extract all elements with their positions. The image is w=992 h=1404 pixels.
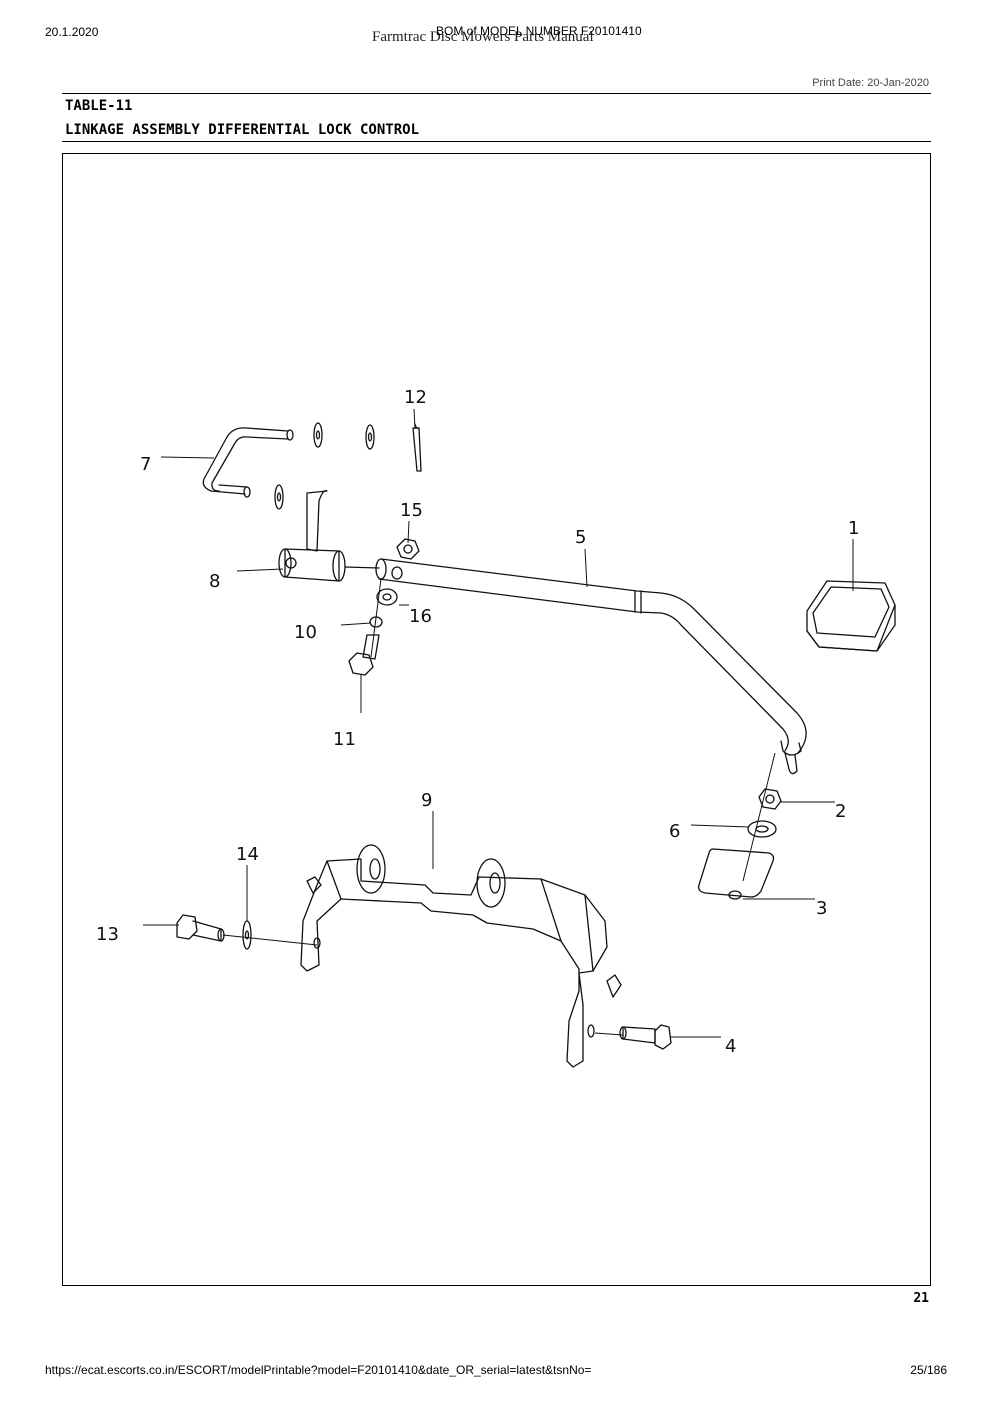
callout-12: 12 [404,387,427,408]
callout-2: 2 [835,801,846,822]
print-date: Print Date: 20-Jan-2020 [812,77,929,89]
leader-lines [143,408,854,1038]
part-12-pin-and-washers [313,422,422,472]
callout-8: 8 [209,571,220,592]
part-3-plate [697,848,775,900]
callout-5: 5 [575,527,586,548]
callout-9: 9 [421,790,432,811]
callout-15: 15 [400,500,423,521]
callout-1: 1 [848,518,859,539]
table-number: TABLE-11 [65,98,133,114]
title-rule [62,141,931,142]
part-13-bolt [176,914,225,942]
callout-4: 4 [725,1036,736,1057]
part-11-bolt [348,634,380,676]
callout-3: 3 [816,898,827,919]
part-9-main-bracket [300,844,622,1068]
part-5-bent-rod [375,558,807,775]
part-8-bracket [278,490,380,582]
header-manual-title: Farmtrac Disc Mowers Parts Manual [372,29,594,45]
callout-11: 11 [333,729,356,750]
callout-13: 13 [96,924,119,945]
table-title: LINKAGE ASSEMBLY DIFFERENTIAL LOCK CONTR… [65,122,420,138]
part-1-pedal-pad [806,580,896,652]
callout-10: 10 [294,622,317,643]
callout-6: 6 [669,821,680,842]
header-bom-title: BOM of MODEL NUMBER F20101410 [436,24,642,38]
part-15-nut [396,538,420,560]
footer-page-count: 25/186 [910,1363,947,1377]
callout-14: 14 [236,844,259,865]
part-4-bolt [619,1024,672,1050]
part-2-nut [758,788,782,810]
callout-16: 16 [409,606,432,627]
diagram-drawing: 1 2 3 4 5 6 7 8 9 10 11 12 13 14 15 16 [96,387,896,1068]
part-7-linkage-rod [202,427,294,498]
exploded-diagram: 1 2 3 4 5 6 7 8 9 10 11 12 13 14 15 16 [62,153,931,1286]
footer-url: https://ecat.escorts.co.in/ESCORT/modelP… [45,1363,592,1377]
callout-7: 7 [140,454,151,475]
callout-labels: 1 2 3 4 5 6 7 8 9 10 11 12 13 14 15 16 [96,387,859,1057]
page-number: 21 [913,1291,929,1306]
header-rule [62,93,931,94]
header-date: 20.1.2020 [45,25,99,39]
